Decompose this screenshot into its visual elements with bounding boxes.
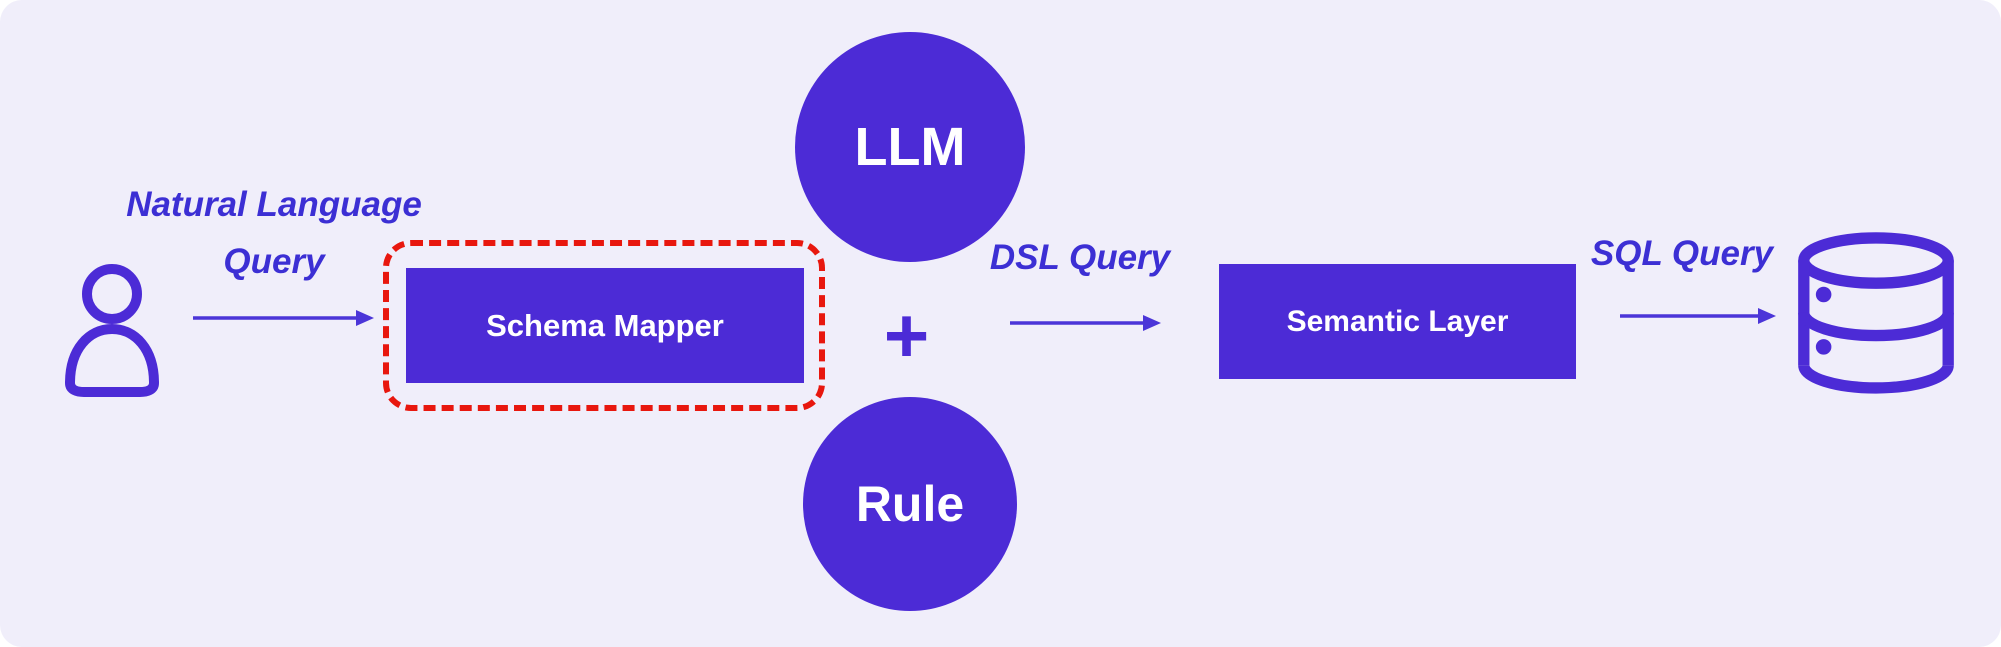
schema-mapper-highlight-box (383, 240, 825, 411)
natural-language-query-line1: Natural Language (126, 185, 422, 224)
rule-label: Rule (855, 476, 965, 532)
arrow-user-to-schema (193, 310, 374, 326)
semantic-layer-label: Semantic Layer (1286, 304, 1509, 338)
database-icon (1791, 228, 1961, 412)
natural-language-query-line2: Query (223, 242, 325, 281)
user-icon-svg (65, 264, 159, 397)
arrow-to-semantic-layer (1010, 315, 1161, 331)
llm-label: LLM (854, 117, 966, 177)
semantic-layer-node: Semantic Layer (1219, 264, 1576, 379)
arrow-to-database (1620, 308, 1776, 324)
llm-node: LLM (795, 32, 1025, 262)
schema-mapper-node: Schema Mapper (406, 268, 804, 383)
sql-query-label: SQL Query (1590, 234, 1774, 273)
natural-language-query-label: Natural Language Query (89, 176, 459, 290)
schema-mapper-label: Schema Mapper (486, 307, 724, 343)
user-icon (57, 257, 167, 399)
database-icon-svg (1798, 232, 1954, 394)
plus-sign: + (883, 291, 930, 379)
rule-node: Rule (803, 397, 1017, 611)
dsl-query-label: DSL Query (989, 238, 1171, 277)
